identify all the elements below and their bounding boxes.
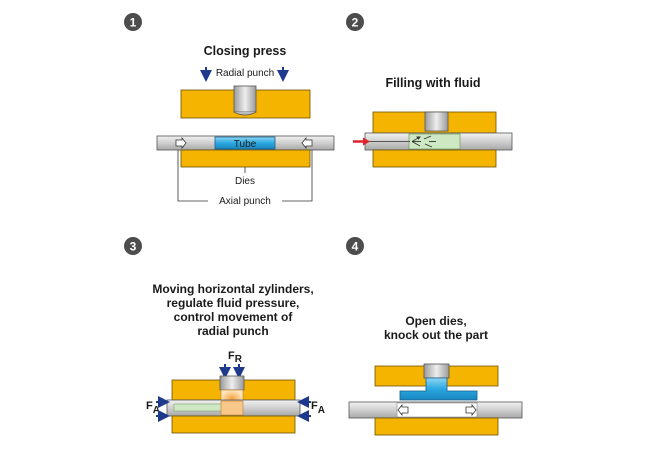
step-number: 3: [130, 240, 137, 254]
step-number: 2: [352, 16, 359, 30]
step-badge: [346, 237, 364, 255]
step-title-line: knock out the part: [384, 328, 488, 342]
radial-punch: [423, 363, 450, 379]
step-badge: [346, 13, 364, 31]
lower-die: [171, 415, 296, 434]
axial-force-label-right: FA: [311, 400, 325, 416]
step-title-line: Moving horizontal zylinders,: [152, 282, 313, 296]
step-4: 4 Open dies, knock out the part: [346, 237, 523, 436]
fluid-spray-icon: [411, 135, 436, 148]
radial-punch: [219, 375, 245, 391]
step-title-line: regulate fluid pressure,: [167, 296, 300, 310]
step-number: 1: [130, 16, 137, 30]
tube: [214, 136, 276, 150]
left-hollow-arrow-icon: [301, 136, 313, 150]
left-hollow-arrow-icon: [397, 403, 409, 417]
step-number: 4: [352, 240, 359, 254]
lower-die: [180, 149, 311, 168]
step-title: Filling with fluid: [385, 76, 480, 90]
right-hollow-arrow-icon: [175, 136, 187, 150]
dies-label: Dies: [235, 176, 255, 187]
radial-punch: [233, 85, 257, 113]
axial-punch-label: Axial punch: [219, 196, 271, 207]
step-title-line: Open dies,: [405, 314, 466, 328]
step-2: 2 Filling with fluid: [346, 13, 513, 168]
radial-punch: [424, 111, 449, 132]
step-3: 3 Moving horizontal zylinders, regulate …: [124, 237, 325, 434]
step-badge: [124, 13, 142, 31]
formed-t-part: [399, 377, 478, 401]
radial-force-label: FR: [228, 350, 243, 365]
right-hollow-arrow-icon: [465, 403, 477, 417]
step-title-line: radial punch: [197, 324, 268, 338]
tube-label: Tube: [234, 139, 257, 150]
step-title-line: control movement of: [174, 310, 294, 324]
radial-punch-label: Radial punch: [216, 68, 274, 79]
step-1: 1 Closing press Radial punch Tube Dies A…: [124, 13, 335, 207]
axial-force-label-left: FA: [146, 400, 160, 416]
step-badge: [124, 237, 142, 255]
step-title: Closing press: [204, 44, 287, 58]
lower-die: [374, 417, 499, 436]
lower-die: [372, 149, 497, 168]
fluid-channel: [173, 403, 225, 412]
